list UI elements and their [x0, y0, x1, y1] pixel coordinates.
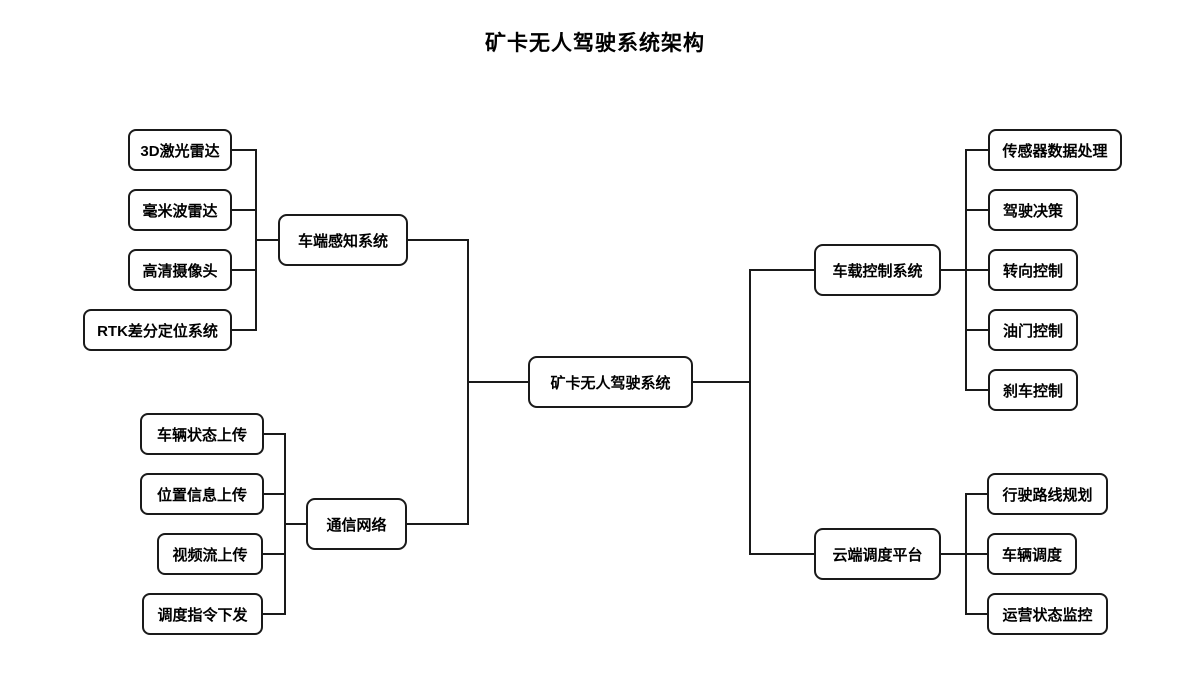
- node-steering-control[interactable]: 转向控制: [988, 249, 1078, 291]
- branch-comm-network[interactable]: 通信网络: [306, 498, 407, 550]
- connector-root-right: [693, 269, 814, 555]
- node-sensor-data-processing[interactable]: 传感器数据处理: [988, 129, 1122, 171]
- node-operation-status-monitor[interactable]: 运营状态监控: [987, 593, 1108, 635]
- node-vehicle-dispatch[interactable]: 车辆调度: [987, 533, 1077, 575]
- node-3d-lidar[interactable]: 3D激光雷达: [128, 129, 232, 171]
- node-route-planning[interactable]: 行驶路线规划: [987, 473, 1108, 515]
- node-driving-decision[interactable]: 驾驶决策: [988, 189, 1078, 231]
- branch-vehicle-control-system[interactable]: 车载控制系统: [814, 244, 941, 296]
- node-rtk-positioning[interactable]: RTK差分定位系统: [83, 309, 232, 351]
- node-video-stream-upload[interactable]: 视频流上传: [157, 533, 263, 575]
- diagram-title: 矿卡无人驾驶系统架构: [485, 32, 705, 55]
- node-brake-control[interactable]: 刹车控制: [988, 369, 1078, 411]
- connector-root-left: [407, 239, 528, 525]
- node-hd-camera[interactable]: 高清摄像头: [128, 249, 232, 291]
- connector-branch-cloud-dispatch: [941, 493, 987, 615]
- node-mmwave-radar[interactable]: 毫米波雷达: [128, 189, 232, 231]
- node-dispatch-command-down[interactable]: 调度指令下发: [142, 593, 263, 635]
- root-node[interactable]: 矿卡无人驾驶系统: [528, 356, 693, 408]
- node-throttle-control[interactable]: 油门控制: [988, 309, 1078, 351]
- connector-branch-perception: [232, 149, 278, 331]
- connector-branch-vehicle-control: [941, 149, 988, 391]
- node-position-info-upload[interactable]: 位置信息上传: [140, 473, 264, 515]
- node-vehicle-status-upload[interactable]: 车辆状态上传: [140, 413, 264, 455]
- connector-branch-comm-network: [263, 433, 306, 615]
- branch-perception-system[interactable]: 车端感知系统: [278, 214, 408, 266]
- branch-cloud-dispatch-platform[interactable]: 云端调度平台: [814, 528, 941, 580]
